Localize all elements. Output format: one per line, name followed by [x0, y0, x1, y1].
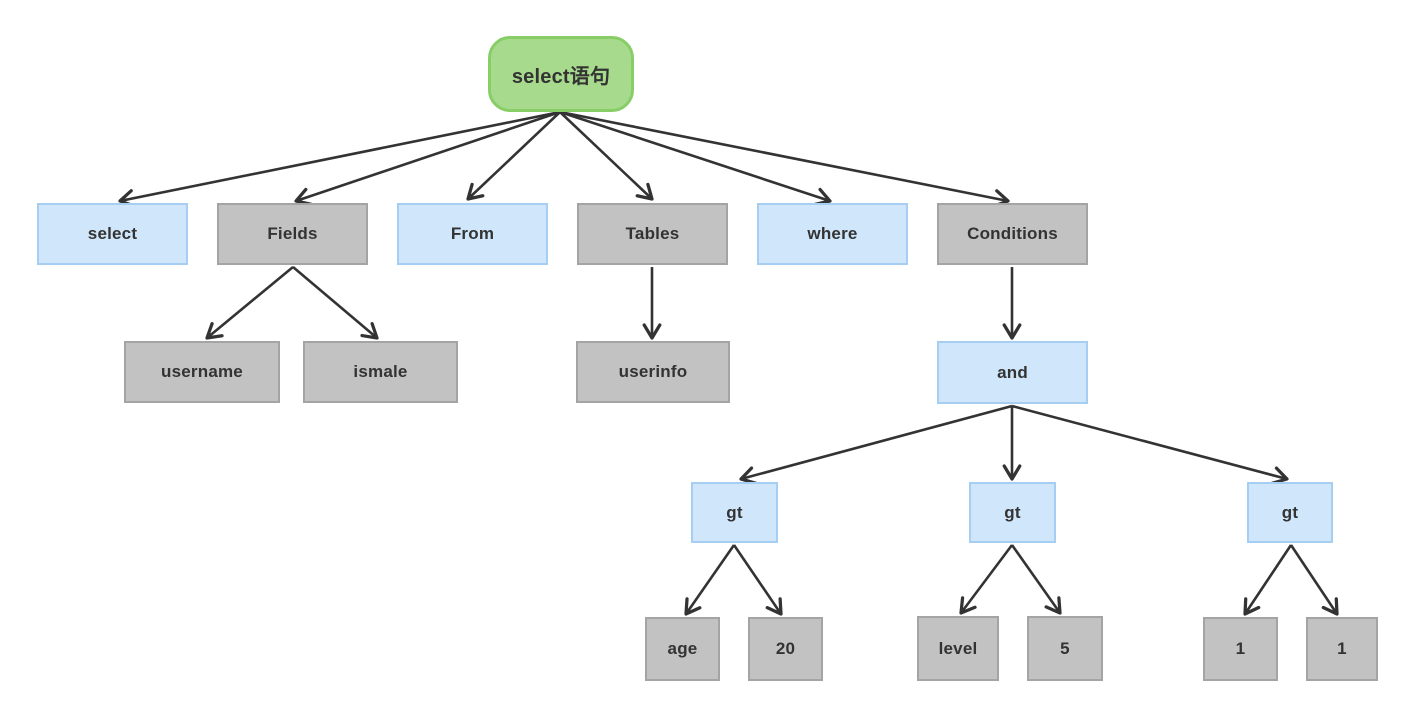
- edge-root-select: [118, 110, 561, 208]
- edge-root-conditions: [559, 110, 1010, 208]
- node-fields: Fields: [217, 203, 368, 265]
- edge-root-where: [559, 110, 832, 206]
- node-where: where: [757, 203, 908, 265]
- node-select: select: [37, 203, 188, 265]
- edge-gt2-level: [959, 544, 1014, 615]
- edge-gt1-20: [732, 544, 783, 616]
- edge-root-fields: [294, 110, 561, 206]
- edge-fields-ismale: [292, 266, 379, 340]
- edge-root-tables: [559, 111, 654, 201]
- node-1-left: 1: [1203, 617, 1278, 681]
- node-userinfo: userinfo: [576, 341, 730, 403]
- edge-gt1-age: [684, 544, 736, 616]
- node-ismale: ismale: [303, 341, 458, 403]
- node-from: From: [397, 203, 548, 265]
- edge-and-gt3: [1011, 404, 1289, 485]
- edge-gt3-1-right: [1289, 544, 1339, 616]
- edge-and-gt1: [739, 404, 1013, 485]
- edge-root-from: [466, 111, 561, 201]
- edge-fields-username: [205, 265, 294, 340]
- node-conditions: Conditions: [937, 203, 1088, 265]
- node-level: level: [917, 616, 999, 681]
- node-username: username: [124, 341, 280, 403]
- node-tables: Tables: [577, 203, 728, 265]
- node-gt-1: gt: [691, 482, 778, 543]
- node-gt-3: gt: [1247, 482, 1333, 543]
- node-and: and: [937, 341, 1088, 404]
- node-age: age: [645, 617, 720, 681]
- edge-gt3-1-left: [1243, 544, 1293, 616]
- node-gt-2: gt: [969, 482, 1056, 543]
- node-5: 5: [1027, 616, 1103, 681]
- node-1-right: 1: [1306, 617, 1378, 681]
- node-select-statement-root: select语句: [488, 36, 634, 112]
- node-20: 20: [748, 617, 823, 681]
- edge-gt2-5: [1010, 544, 1062, 615]
